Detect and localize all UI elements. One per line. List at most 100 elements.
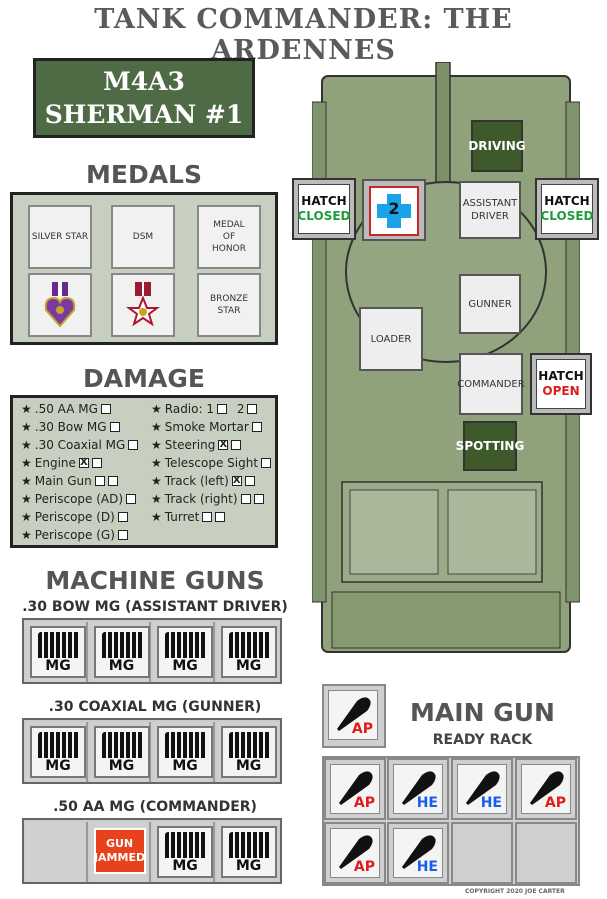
- damage-checkbox[interactable]: [128, 440, 139, 450]
- shell-icon: [466, 771, 500, 805]
- driving-status[interactable]: DRIVING: [468, 120, 526, 172]
- damage-checkbox[interactable]: [253, 494, 264, 504]
- damage-checkbox[interactable]: [109, 422, 120, 432]
- damage-checkbox-checked[interactable]: X: [231, 475, 242, 486]
- mg-jammed-cell[interactable]: GUN JAMMED: [89, 822, 152, 882]
- bow-mg-track: MG MG MG MG: [22, 618, 282, 684]
- shell-card[interactable]: HE: [457, 764, 507, 814]
- tank-model: M4A3: [103, 67, 185, 96]
- hatch-commander[interactable]: HATCH OPEN: [530, 353, 592, 415]
- damage-checkbox[interactable]: [107, 476, 118, 486]
- spotting-status[interactable]: SPOTTING: [456, 421, 524, 471]
- damage-checkbox[interactable]: [202, 512, 213, 522]
- hatch-right[interactable]: HATCH CLOSED: [535, 178, 599, 240]
- shell-card[interactable]: AP: [330, 828, 380, 878]
- loader-position[interactable]: LOADER: [359, 307, 423, 371]
- driver-marker[interactable]: 2: [369, 186, 419, 236]
- damage-checkbox[interactable]: [91, 458, 102, 468]
- mg-ammo-cell[interactable]: MG: [26, 622, 88, 682]
- mg-ammo-cell[interactable]: MG: [153, 622, 215, 682]
- medal-dsm[interactable]: DSM: [111, 205, 175, 269]
- damage-label: Periscope (AD): [34, 492, 124, 506]
- damage-checkbox[interactable]: [215, 512, 226, 522]
- medal-silver-star[interactable]: SILVER STAR: [28, 205, 92, 269]
- damage-label: .30 Bow MG: [34, 420, 107, 434]
- ready-rack-slot[interactable]: AP: [515, 758, 577, 820]
- main-gun-barrel: [435, 62, 451, 203]
- damage-checkbox[interactable]: [216, 404, 227, 414]
- ammo-belt-icon: [101, 732, 144, 758]
- medal-bronze-star[interactable]: BRONZE STAR: [197, 273, 261, 337]
- damage-checkbox[interactable]: [244, 476, 255, 486]
- damage-checkbox[interactable]: [117, 512, 128, 522]
- damage-checkbox[interactable]: [100, 404, 111, 414]
- mg-ammo-cell-empty[interactable]: [26, 822, 88, 882]
- hatch-state: CLOSED: [540, 209, 594, 223]
- damage-periscope-d: ★ Periscope (D): [21, 510, 128, 524]
- ready-rack-slot[interactable]: HE: [451, 758, 513, 820]
- ready-rack-slot[interactable]: AP: [324, 758, 386, 820]
- mg-label: MG: [45, 758, 71, 774]
- shell-type: HE: [416, 795, 438, 811]
- mg-ammo-cell[interactable]: MG: [216, 822, 278, 882]
- shell-card[interactable]: HE: [393, 828, 443, 878]
- damage-checkbox[interactable]: [231, 440, 242, 450]
- damage-checkbox-checked[interactable]: X: [218, 439, 229, 450]
- mg-ammo-cell[interactable]: MG: [153, 822, 215, 882]
- damage-checkbox[interactable]: [240, 494, 251, 504]
- ammo-belt-icon: [165, 632, 208, 658]
- damage-checkbox[interactable]: [261, 458, 272, 468]
- medal-label: BRONZE STAR: [209, 294, 249, 316]
- main-gun-loaded-slot[interactable]: AP: [322, 684, 386, 748]
- ready-rack-slot[interactable]: HE: [387, 758, 449, 820]
- damage-checkbox-checked[interactable]: X: [78, 457, 89, 468]
- game-title: TANK COMMANDER: THE ARDENNES: [94, 4, 513, 66]
- mg-ammo-cell[interactable]: MG: [26, 722, 88, 782]
- medal-purple-heart[interactable]: [28, 273, 92, 337]
- mg-ammo-cell[interactable]: MG: [89, 722, 152, 782]
- commander-position[interactable]: COMMANDER: [457, 353, 525, 415]
- gun-jammed-marker[interactable]: GUN JAMMED: [93, 828, 146, 874]
- bow-mg-label: .30 BOW MG (ASSISTANT DRIVER): [22, 599, 288, 615]
- ammo-belt-icon: [165, 732, 208, 758]
- damage-checkbox[interactable]: [117, 530, 128, 540]
- damage-checkbox[interactable]: [247, 404, 258, 414]
- damage-smoke-mortar: ★ Smoke Mortar: [151, 420, 262, 434]
- assistant-driver-position[interactable]: ASSISTANT DRIVER: [459, 181, 521, 239]
- shell-card[interactable]: HE: [393, 764, 443, 814]
- shell-card[interactable]: AP: [328, 690, 378, 740]
- hatch-left[interactable]: HATCH CLOSED: [292, 178, 356, 240]
- aa-mg-label: .50 AA MG (COMMANDER): [53, 799, 257, 815]
- shell-icon: [402, 771, 436, 805]
- mg-ammo-cell[interactable]: MG: [153, 722, 215, 782]
- damage-checkbox[interactable]: [94, 476, 105, 486]
- gunner-position[interactable]: GUNNER: [459, 274, 521, 334]
- damage-label: Radio: 1: [164, 402, 214, 416]
- ammo-belt-icon: [228, 632, 271, 658]
- shell-card[interactable]: AP: [330, 764, 380, 814]
- damage-steering: ★ Steering X: [151, 438, 242, 452]
- mg-ammo-cell[interactable]: MG: [216, 622, 278, 682]
- shell-icon: [402, 835, 436, 869]
- ready-rack-slot[interactable]: HE: [387, 822, 449, 884]
- damage-label: .50 AA MG: [34, 402, 98, 416]
- driver-position[interactable]: 2: [362, 179, 426, 241]
- ready-rack-slot-empty[interactable]: [515, 822, 577, 884]
- mg-ammo-cell[interactable]: MG: [216, 722, 278, 782]
- medal-legion-of-merit[interactable]: [111, 273, 175, 337]
- damage-checkbox[interactable]: [126, 494, 137, 504]
- ready-rack-slot[interactable]: AP: [324, 822, 386, 884]
- hatch-label: HATCH: [538, 369, 584, 383]
- ready-rack-slot-empty[interactable]: [451, 822, 513, 884]
- shell-card[interactable]: AP: [521, 764, 571, 814]
- damage-checkbox[interactable]: [251, 422, 262, 432]
- position-label: ASSISTANT DRIVER: [462, 198, 518, 222]
- crew-medic-marker-icon: [377, 194, 411, 228]
- shell-icon: [530, 771, 564, 805]
- medal-of-honor[interactable]: MEDAL OF HONOR: [197, 205, 261, 269]
- medal-label: SILVER STAR: [31, 232, 89, 242]
- mg-ammo-cell[interactable]: MG: [89, 622, 152, 682]
- damage-label: Periscope (G): [34, 528, 115, 542]
- damage-50-aa-mg: ★ .50 AA MG: [21, 402, 111, 416]
- ammo-belt-icon: [38, 732, 80, 758]
